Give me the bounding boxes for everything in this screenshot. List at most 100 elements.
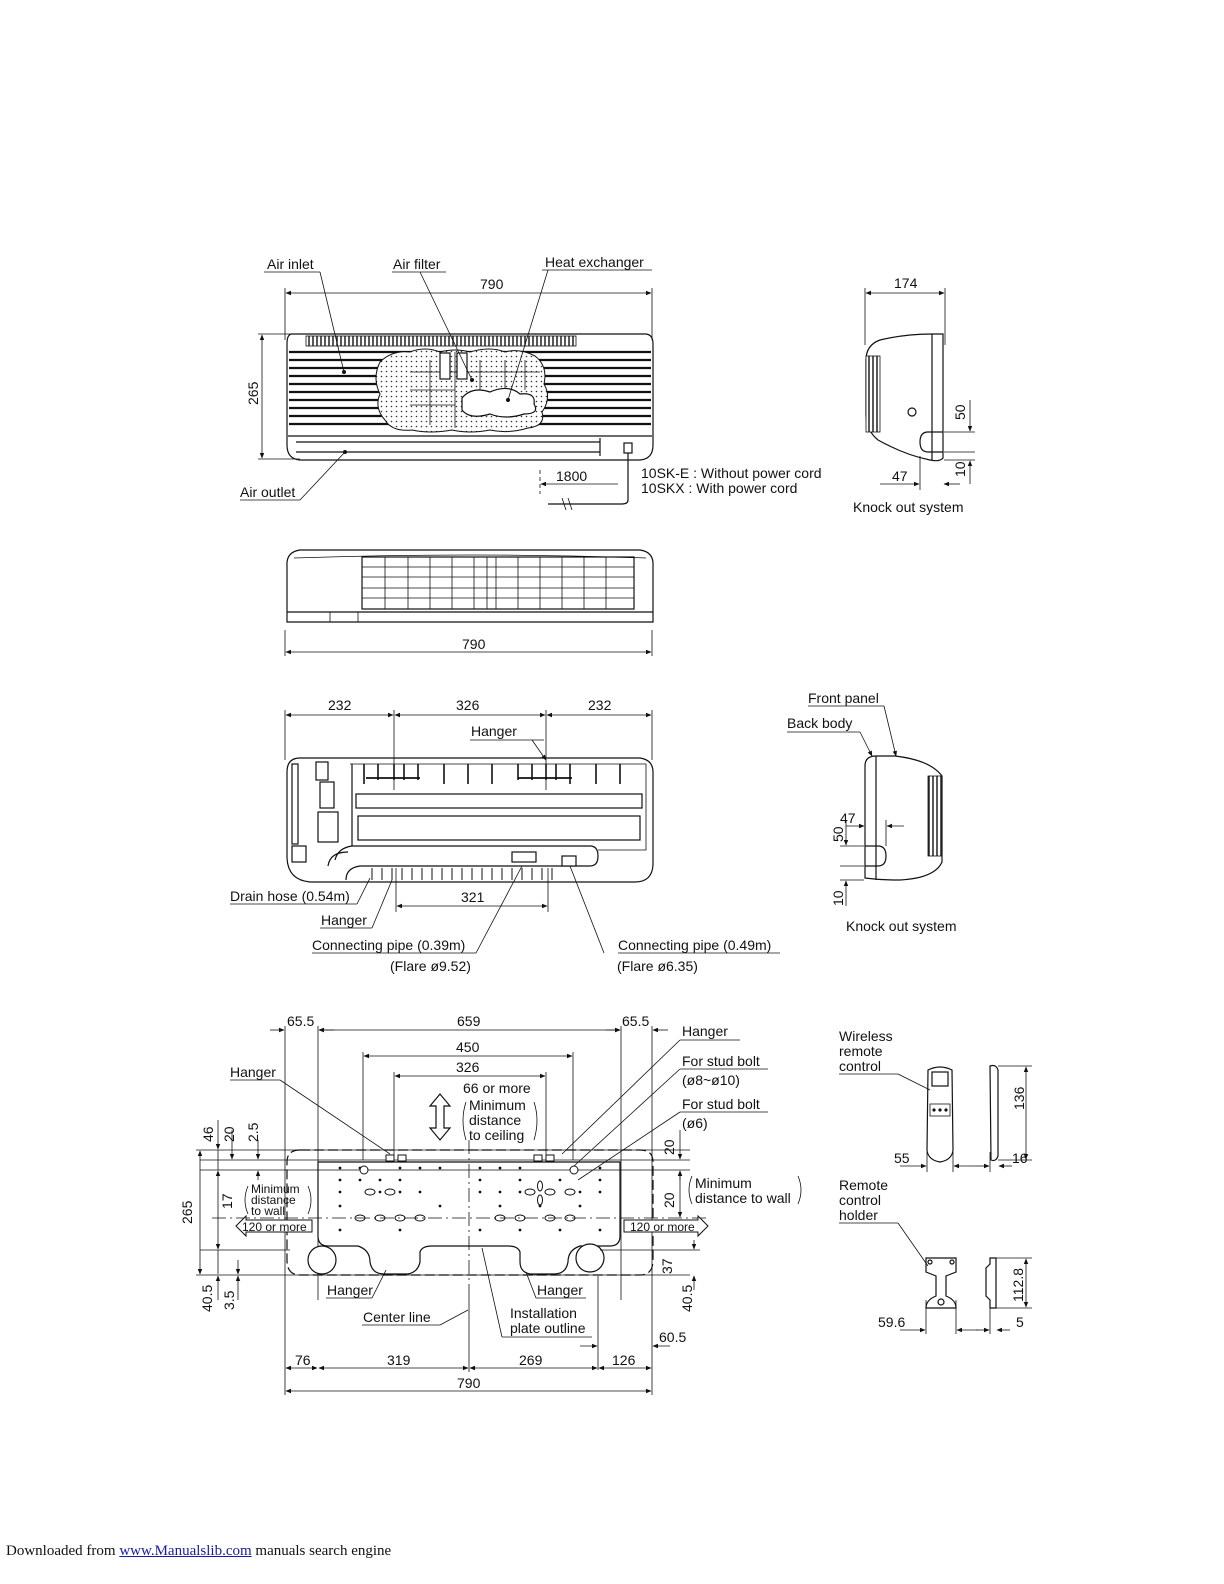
plate-46-dim: 46 [200,1126,216,1142]
plate-outline-label-2: plate outline [510,1320,586,1336]
back-pipe-dim: 321 [461,889,485,905]
back-view: 232 326 232 [230,697,780,974]
side2-ko-width-dim: 47 [840,810,856,826]
wireless-label-3: control [839,1058,881,1074]
wall-right-3: 120 or more [630,1220,695,1234]
plate-790-dim: 790 [457,1375,481,1391]
pipe2-label: Connecting pipe (0.49m) [618,937,771,953]
stud-bolt-1-label: For stud bolt [682,1053,760,1069]
wall-left-1: Minimum [251,1182,300,1196]
plate-326-dim: 326 [456,1059,480,1075]
center-line-label: Center line [363,1309,431,1325]
plate-r40-5-dim: 40.5 [679,1285,695,1312]
plate-3-5-dim: 3.5 [221,1290,237,1310]
side2-ko-bottom-dim: 10 [830,890,846,906]
hanger-top-right-label: Hanger [682,1023,728,1039]
holder-label-3: holder [839,1207,878,1223]
models-line-2: 10SKX : With power cord [641,480,797,496]
remote-holder-icon [925,1257,957,1309]
pipe1-flare-label: (Flare ø9.52) [390,958,471,974]
plate-17-dim: 17 [219,1193,235,1209]
footer-suffix: manuals search engine [251,1543,392,1559]
wireless-label-2: remote [839,1043,883,1059]
plate-20-dim: 20 [221,1126,237,1142]
plate-319-dim: 319 [387,1352,411,1368]
remote-thickness-dim: 16 [1012,1150,1028,1166]
ceiling-distance-2: Minimum [469,1097,526,1113]
stud-bolt-2-label: For stud bolt [682,1096,760,1112]
side-depth-dim: 174 [894,275,918,291]
wireless-remote-icon [926,1066,954,1163]
side-caption-bottom: Knock out system [846,918,957,934]
back-left-dim: 232 [328,697,352,713]
ceiling-distance-3: distance [469,1112,521,1128]
plate-height-dim: 265 [179,1200,195,1224]
bottom-width-dim: 790 [462,636,486,652]
side-view-top: 174 50 10 47 Knock out system [853,275,975,515]
back-hanger-label: Hanger [471,723,517,739]
plate-outline-label-1: Installation [510,1305,577,1321]
bottom-grille [361,556,635,610]
cord-length-dim: 1800 [556,468,587,484]
front-panel-label: Front panel [808,690,879,706]
holder-label-1: Remote [839,1177,888,1193]
plate-2-5-dim: 2.5 [245,1122,261,1142]
wall-right-1: Minimum [695,1175,752,1191]
heat-exchanger-label: Heat exchanger [545,254,644,270]
remote-width-dim: 55 [894,1150,910,1166]
air-outlet-label: Air outlet [240,484,295,500]
plate-r37-dim: 37 [659,1258,675,1274]
plate-269-dim: 269 [519,1352,543,1368]
plate-r20b-dim: 20 [661,1192,677,1208]
remote-control-view: Wireless remote control 136 55 16 Remote… [839,1028,1032,1334]
pipe1-label: Connecting pipe (0.39m) [312,937,465,953]
stud-bolt-1-size: (ø8~ø10) [682,1072,740,1088]
back-hanger2-label: Hanger [321,912,367,928]
air-inlet-label: Air inlet [267,256,314,272]
front-width-dim: 790 [480,276,504,292]
side2-ko-height-dim: 50 [830,826,846,842]
plate-left-offset-dim: 65.5 [287,1013,314,1029]
wall-left-2: distance [251,1193,296,1207]
footer-prefix: Downloaded from [6,1543,120,1559]
pipe2-flare-label: (Flare ø6.35) [617,958,698,974]
hanger-bottom-right-label: Hanger [537,1282,583,1298]
holder-width-dim: 59.6 [878,1314,905,1330]
wall-left-4: 120 or more [242,1220,307,1234]
plate-126-dim: 126 [612,1352,636,1368]
holder-thickness-dim: 5 [1016,1314,1024,1330]
side-caption-top: Knock out system [853,499,964,515]
front-height-dim: 265 [245,381,261,405]
ceiling-distance-1: 66 or more [463,1080,531,1096]
drain-hose-label: Drain hose (0.54m) [230,888,350,904]
plate-r20a-dim: 20 [661,1139,677,1155]
models-line-1: 10SK-E : Without power cord [641,465,822,481]
side-ko-bottom-dim: 10 [952,461,968,477]
hanger-left-label: Hanger [230,1064,276,1080]
side-ko-height-dim: 50 [952,404,968,420]
plate-76-dim: 76 [295,1352,311,1368]
wall-left-3: to wall [251,1204,285,1218]
wall-right-2: distance to wall [695,1190,791,1206]
side-ko-width-dim: 47 [892,468,908,484]
plate-40-5-dim: 40.5 [199,1285,215,1312]
bottom-view: 790 [284,549,654,656]
remote-height-dim: 136 [1011,1086,1027,1110]
plate-span-dim: 659 [457,1013,481,1029]
front-view: 790 265 [240,254,822,511]
back-body-label: Back body [787,715,852,731]
stud-bolt-2-size: (ø6) [682,1115,708,1131]
plate-right-offset-dim: 65.5 [622,1013,649,1029]
back-right-dim: 232 [588,697,612,713]
plate-450-dim: 450 [456,1039,480,1055]
side-view-bottom: Front panel Back body 47 50 10 Knock out… [787,690,957,934]
holder-label-2: control [839,1192,881,1208]
plate-60-5-dim: 60.5 [659,1329,686,1345]
hanger-bottom-left-label: Hanger [327,1282,373,1298]
holder-height-dim: 112.8 [1010,1268,1026,1302]
footer: Downloaded from www.Manualslib.com manua… [6,1543,391,1560]
ceiling-distance-4: to ceiling [469,1127,524,1143]
footer-link[interactable]: www.Manualslib.com [119,1543,252,1559]
back-center-dim: 326 [456,697,480,713]
